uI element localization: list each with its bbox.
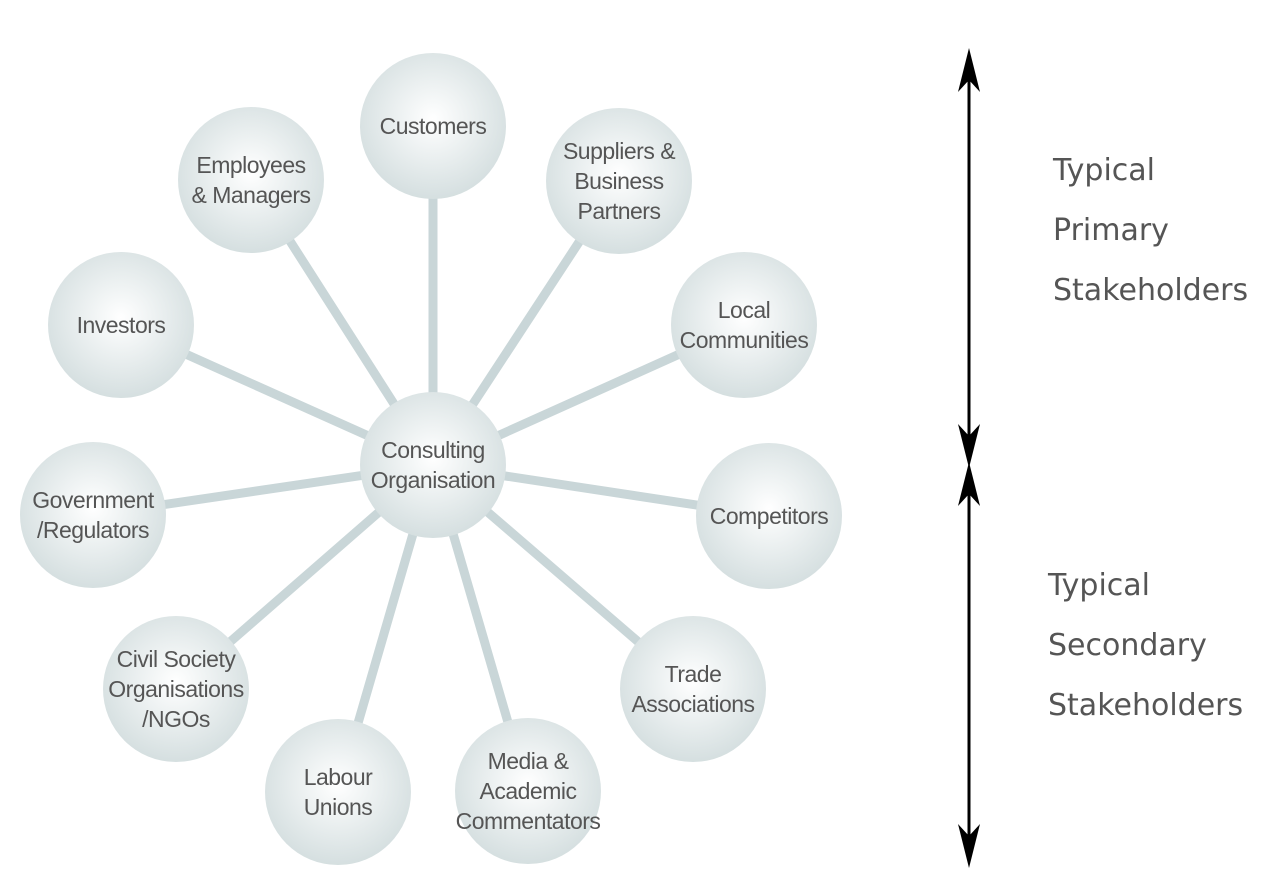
node-labour-unions-line: Unions bbox=[304, 794, 373, 820]
node-customers-circle bbox=[360, 53, 506, 199]
node-investors: Investors bbox=[48, 252, 194, 398]
node-trade-associations-circle bbox=[620, 616, 766, 762]
node-government-line: /Regulators bbox=[37, 517, 149, 543]
node-investors-line: Investors bbox=[77, 312, 166, 338]
node-trade-associations-line: Trade bbox=[665, 661, 722, 687]
node-civil-society-line: Civil Society bbox=[117, 646, 237, 672]
node-civil-society-line: Organisations bbox=[108, 676, 243, 702]
node-suppliers-line: Suppliers & bbox=[563, 138, 675, 164]
node-consulting-organisation-line: Consulting bbox=[381, 437, 485, 463]
primary-stakeholders-arrow bbox=[958, 48, 980, 468]
node-labour-unions-line: Labour bbox=[304, 764, 373, 790]
node-customers: Customers bbox=[360, 53, 506, 199]
node-competitors: Competitors bbox=[696, 443, 842, 589]
node-employees-circle bbox=[178, 107, 324, 253]
node-suppliers-line: Partners bbox=[578, 198, 661, 224]
node-labour-unions-circle bbox=[265, 719, 411, 865]
node-government-line: Government bbox=[32, 487, 155, 513]
node-employees: Employees & Managers bbox=[178, 107, 324, 253]
node-employees-line: Employees bbox=[196, 152, 305, 178]
node-government: Government/Regulators bbox=[20, 442, 166, 588]
node-local-communities-line: Local bbox=[718, 297, 770, 323]
node-media-academic-line: Media & bbox=[488, 748, 569, 774]
node-investors-circle bbox=[48, 252, 194, 398]
node-trade-associations-line: Associations bbox=[631, 691, 754, 717]
node-media-academic-circle bbox=[455, 718, 601, 864]
node-competitors-line: Competitors bbox=[710, 503, 828, 529]
node-employees-line: & Managers bbox=[191, 182, 310, 208]
secondary-stakeholders-arrow bbox=[958, 462, 980, 868]
node-media-academic-line: Commentators bbox=[456, 808, 601, 834]
node-competitors-circle bbox=[696, 443, 842, 589]
node-local-communities-line: Communities bbox=[680, 327, 809, 353]
node-consulting-organisation-line: Organisation bbox=[371, 467, 495, 493]
node-consulting-organisation-circle bbox=[360, 392, 506, 538]
node-media-academic-line: Academic bbox=[480, 778, 577, 804]
node-civil-society-circle bbox=[103, 616, 249, 762]
node-civil-society-line: /NGOs bbox=[142, 706, 210, 732]
node-customers-line: Customers bbox=[380, 113, 487, 139]
node-government-circle bbox=[20, 442, 166, 588]
node-local-communities-circle bbox=[671, 252, 817, 398]
primary-stakeholders-label: Typical Primary Stakeholders bbox=[1053, 153, 1249, 308]
secondary-stakeholders-label: Typical Secondary Stakeholders bbox=[1048, 568, 1244, 723]
node-suppliers-circle bbox=[546, 108, 692, 254]
node-suppliers-line: Business bbox=[574, 168, 663, 194]
